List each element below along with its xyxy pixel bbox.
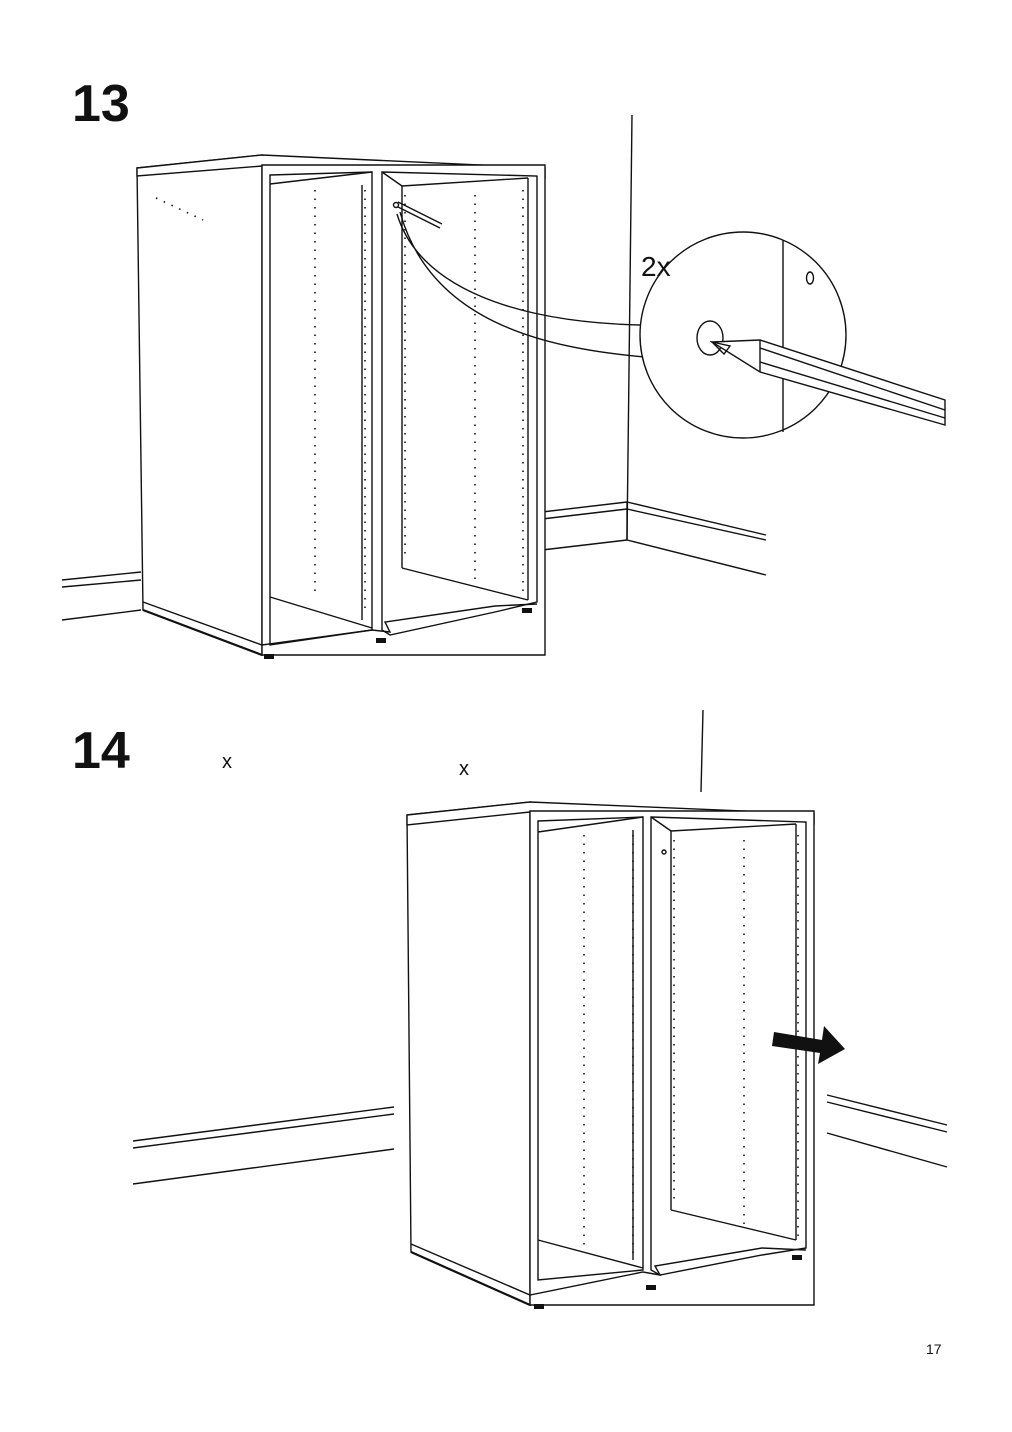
wall-lines bbox=[133, 710, 947, 1184]
callout-arrow bbox=[397, 212, 645, 357]
cabinet-illustration bbox=[407, 802, 814, 1309]
magnifier-callout bbox=[640, 232, 945, 438]
step-13-number: 13 bbox=[72, 75, 130, 133]
quantity-label: 2x bbox=[641, 251, 671, 282]
pencil-icon bbox=[712, 340, 945, 425]
step-14-illustration bbox=[0, 700, 1012, 1309]
hole-mark-icon bbox=[807, 272, 814, 284]
hole-mark-icon bbox=[697, 321, 723, 355]
step-13-illustration bbox=[0, 0, 1012, 659]
cabinet-illustration bbox=[137, 155, 545, 659]
wall-corner-lines bbox=[62, 115, 766, 620]
push-arrow-icon bbox=[772, 1026, 845, 1064]
step-14-number: 14 bbox=[72, 722, 130, 780]
pencil-mark: x bbox=[459, 758, 469, 780]
pencil-mark: x bbox=[222, 751, 232, 773]
page-number: 17 bbox=[926, 1341, 942, 1357]
